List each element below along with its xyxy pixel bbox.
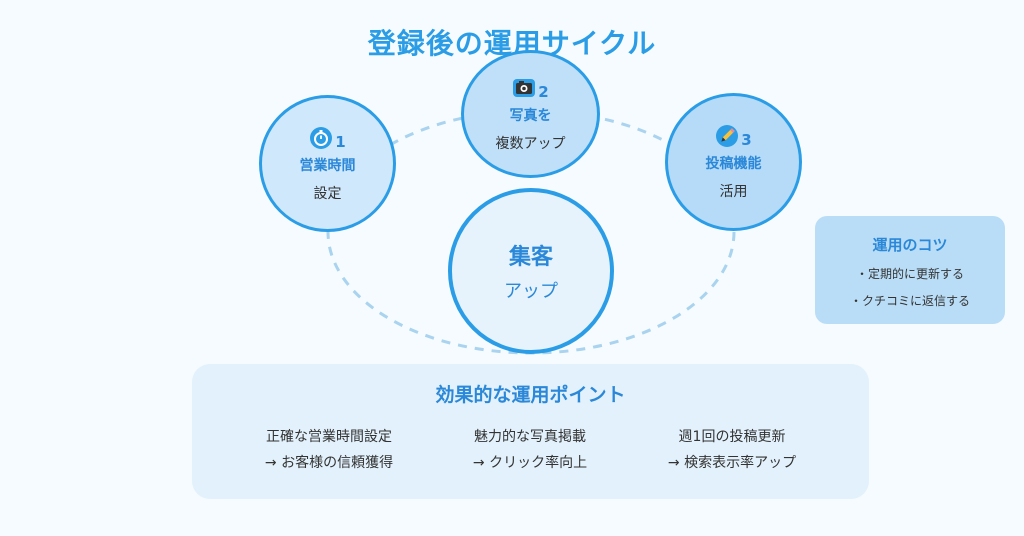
center-main-label: 集客 [508, 245, 553, 270]
step-subtitle: 活用 [719, 184, 748, 200]
point-text: 魅力的な写真掲載 [474, 429, 586, 445]
step-subtitle: 複数アップ [495, 136, 566, 152]
step-number: 1 [335, 132, 346, 151]
tips-item: ・クチコミに返信する [849, 294, 970, 308]
step-number: 3 [741, 131, 752, 149]
step-title: 投稿機能 [705, 156, 762, 172]
point-text: 正確な営業時間設定 [266, 429, 392, 445]
point-result: → クリック率向上 [472, 455, 588, 471]
step-number: 2 [538, 83, 549, 101]
step-2-circle: 2 写真を 複数アップ [461, 50, 600, 178]
step-3-circle: 3 投稿機能 活用 [665, 93, 802, 231]
point-item: 週1回の投稿更新 → 検索表示率アップ [632, 424, 832, 476]
point-item: 魅力的な写真掲載 → クリック率向上 [430, 424, 630, 476]
point-result: → お客様の信頼獲得 [264, 455, 394, 471]
points-panel: 効果的な運用ポイント 正確な営業時間設定 → お客様の信頼獲得 魅力的な写真掲載… [192, 364, 869, 499]
step-1-circle: 1 営業時間 設定 [259, 95, 396, 232]
step-subtitle: 設定 [313, 185, 342, 202]
step-title: 営業時間 [299, 157, 356, 174]
stopwatch-icon [309, 126, 333, 150]
camera-icon [512, 76, 536, 100]
step-1-header: 1 [309, 125, 346, 151]
tips-box: 運用のコツ ・定期的に更新する ・クチコミに返信する [815, 216, 1005, 324]
point-result: → 検索表示率アップ [667, 455, 797, 471]
tips-item: ・定期的に更新する [855, 267, 964, 281]
step-3-header: 3 [715, 123, 752, 149]
point-text: 週1回の投稿更新 [678, 429, 786, 445]
step-title: 写真を [509, 108, 552, 124]
points-title: 効果的な運用ポイント [435, 384, 626, 406]
center-circle: 集客 アップ [448, 188, 614, 354]
pencil-icon [715, 124, 739, 148]
step-2-header: 2 [512, 75, 549, 101]
center-sub-label: アップ [504, 281, 558, 302]
point-item: 正確な営業時間設定 → お客様の信頼獲得 [229, 424, 429, 476]
tips-title: 運用のコツ [872, 236, 948, 254]
